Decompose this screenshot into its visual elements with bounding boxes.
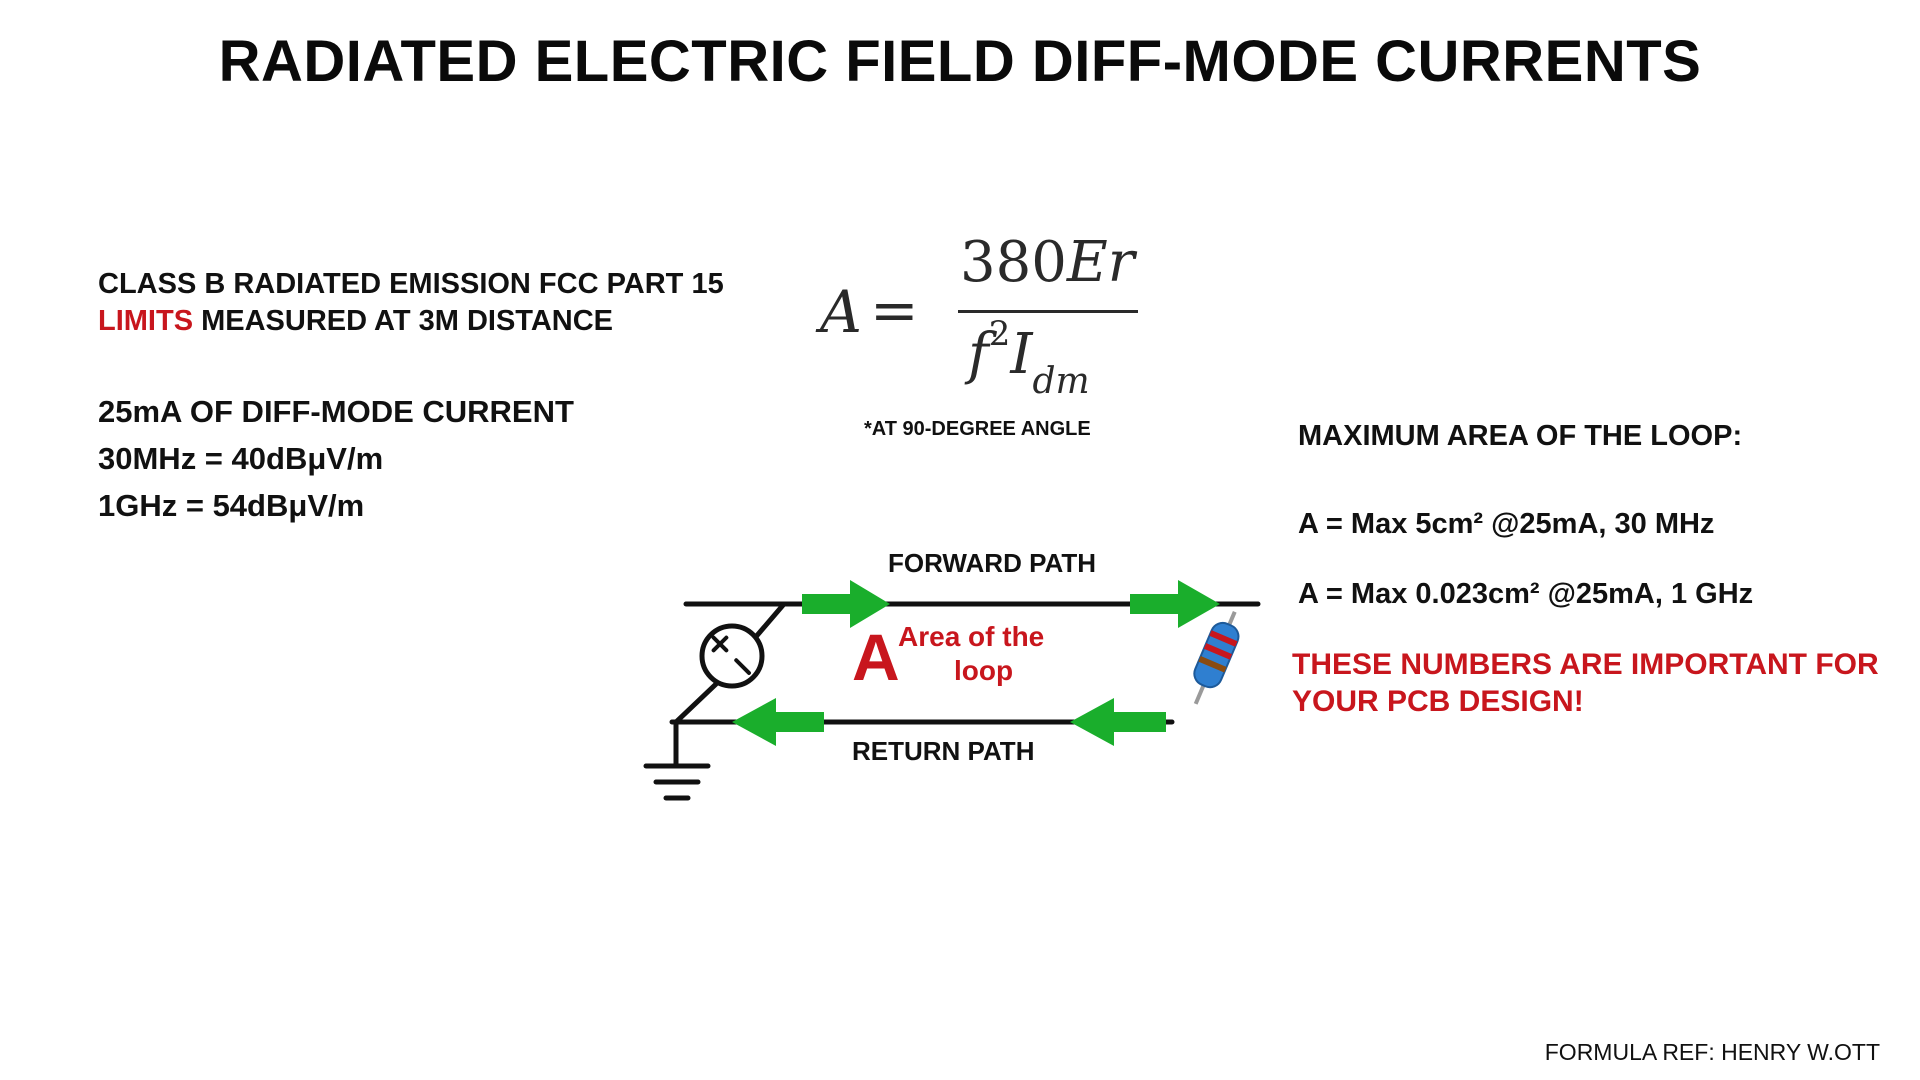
return-arrows	[732, 698, 1166, 746]
formula-den-i: I	[1010, 322, 1033, 387]
forward-path-label: FORWARD PATH	[888, 548, 1096, 578]
limits-word: LIMITS	[98, 305, 194, 337]
area-letter: A	[852, 620, 900, 694]
max-area-1ghz: A = Max 0.023cm² @25mA, 1 GHz	[1298, 578, 1754, 610]
return-path-label: RETURN PATH	[852, 736, 1034, 766]
current-line: 25mA OF DIFF-MODE CURRENT	[98, 394, 574, 429]
formula-lhs: A	[820, 278, 862, 346]
formula-den-sub: dm	[1032, 361, 1090, 403]
formula-numerator: 380Er	[960, 230, 1135, 295]
formula-den-exp: 2	[988, 314, 1011, 355]
forward-arrows	[802, 580, 1220, 628]
formula-fraction-bar	[958, 310, 1138, 313]
area-label-line1: Area of the	[898, 621, 1044, 652]
limits-rest: MEASURED AT 3M DISTANCE	[193, 305, 614, 337]
current-loop-diagram: FORWARD PATH RETURN PATH A Area of the l…	[643, 548, 1261, 801]
ground-icon	[643, 763, 711, 801]
max-area-heading: MAXIMUM AREA OF THE LOOP:	[1298, 420, 1743, 452]
area-label-line2: loop	[954, 655, 1013, 686]
forward-arrow-2	[1130, 580, 1220, 628]
angle-note: *AT 90-DEGREE ANGLE	[864, 418, 1091, 440]
current-spec-text: 25mA OF DIFF-MODE CURRENT 30MHz = 40dBμV…	[98, 388, 574, 529]
formula-den-f: f	[968, 322, 989, 387]
formula-num-var: Er	[1066, 230, 1135, 295]
return-arrow-2	[732, 698, 824, 746]
pcb-design-note: THESE NUMBERS ARE IMPORTANT FOR YOUR PCB…	[1292, 646, 1879, 720]
pcb-note-line1: THESE NUMBERS ARE IMPORTANT FOR	[1292, 648, 1879, 681]
forward-arrow-1	[802, 580, 890, 628]
voltage-source-icon	[699, 623, 765, 689]
limits-line: LIMITS MEASURED AT 3M DISTANCE	[98, 303, 724, 340]
formula-reference: FORMULA REF: HENRY W.OTT	[1544, 1039, 1880, 1065]
formula-denominator: f2Idm	[968, 314, 1090, 402]
max-area-30mhz: A = Max 5cm² @25mA, 30 MHz	[1298, 508, 1715, 540]
freq-line-1ghz: 1GHz = 54dBμV/m	[98, 488, 365, 523]
resistor-icon	[1193, 611, 1240, 705]
page-title: RADIATED ELECTRIC FIELD DIFF-MODE CURREN…	[218, 29, 1702, 94]
return-arrow-1	[1070, 698, 1166, 746]
fcc-limits-text: CLASS B RADIATED EMISSION FCC PART 15 LI…	[98, 266, 724, 340]
formula-num-coef: 380	[960, 230, 1067, 295]
loop-area-formula: A = 380Er f2Idm	[820, 226, 1150, 402]
class-b-line: CLASS B RADIATED EMISSION FCC PART 15	[98, 268, 724, 300]
pcb-note-line2: YOUR PCB DESIGN!	[1292, 685, 1584, 718]
source-lower-lead	[673, 681, 719, 725]
formula-equals: =	[870, 276, 919, 344]
freq-line-30mhz: 30MHz = 40dBμV/m	[98, 441, 384, 476]
